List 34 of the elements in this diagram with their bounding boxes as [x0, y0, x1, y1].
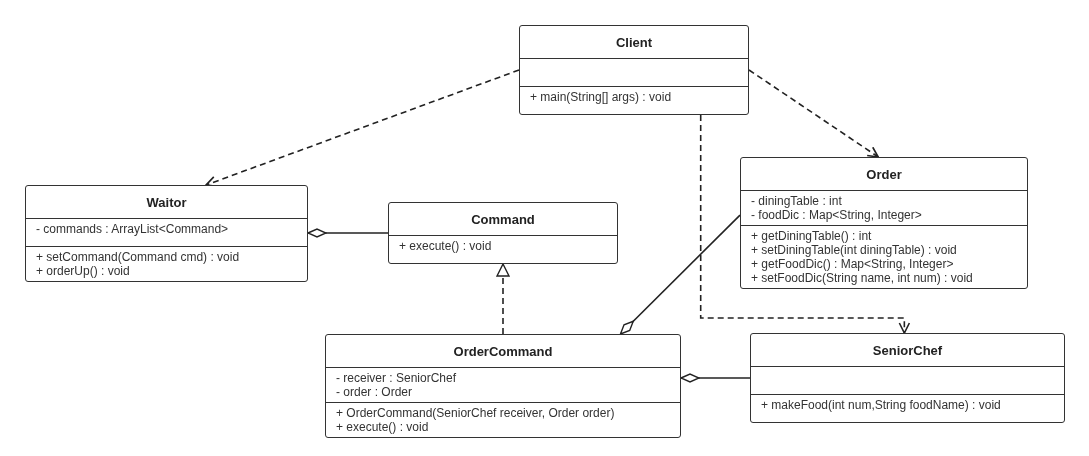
attribute-text: - commands : ArrayList<Command> [36, 222, 230, 236]
aggregation-line [680, 373, 751, 383]
class-box [25, 185, 308, 282]
aggregation-line [307, 228, 389, 238]
aggregation-line [619, 214, 741, 335]
dependency-arrow [748, 69, 880, 158]
method-text: + getDiningTable() : int [751, 229, 873, 243]
realization-arrow [496, 263, 510, 335]
class-name: Waitor [145, 194, 188, 210]
method-text: + OrderCommand(SeniorChef receiver, Order order) [336, 406, 616, 420]
dependency-arrow [699, 114, 911, 334]
class-box [740, 157, 1028, 289]
method-text: + setDiningTable(int diningTable) : void [751, 243, 958, 257]
class-name: OrderCommand [452, 343, 554, 359]
method-text: + execute() : void [336, 420, 430, 434]
method-text: + orderUp() : void [36, 264, 131, 278]
class-box [388, 202, 618, 264]
method-text: + setCommand(Command cmd) : void [36, 250, 241, 264]
class-name: Client [614, 34, 654, 50]
attribute-text: - diningTable : int [751, 194, 843, 208]
attribute-text: - receiver : SeniorChef [336, 371, 458, 385]
class-box [519, 25, 749, 115]
method-text: + setFoodDic(String name, int num) : void [751, 271, 974, 285]
attribute-text: - order : Order [336, 385, 414, 399]
attribute-text: - foodDic : Map<String, Integer> [751, 208, 923, 222]
method-text: + execute() : void [399, 239, 493, 253]
method-text: + getFoodDic() : Map<String, Integer> [751, 257, 955, 271]
method-text: + main(String[] args) : void [530, 90, 673, 104]
method-text: + makeFood(int num,String foodName) : void [761, 398, 1002, 412]
class-name: Command [470, 211, 536, 227]
class-box [750, 333, 1065, 423]
class-box [325, 334, 681, 438]
class-name: SeniorChef [871, 342, 944, 358]
class-name: Order [865, 166, 903, 182]
